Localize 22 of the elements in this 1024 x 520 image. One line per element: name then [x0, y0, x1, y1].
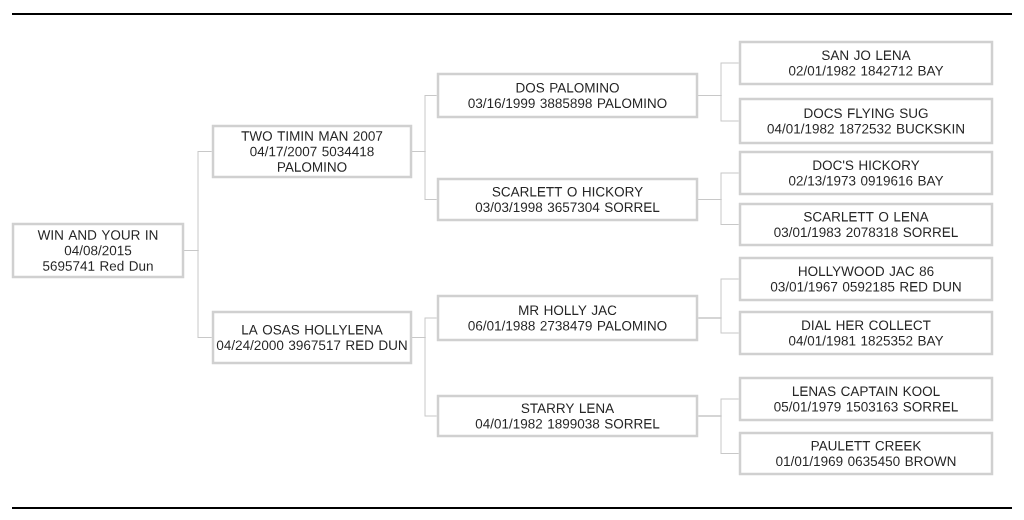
pedigree-box: SAN JO LENA 02/01/1982 1842712 BAY — [738, 40, 994, 86]
pedigree-box: TWO TIMIN MAN 2007 04/17/2007 5034418 PALOMINO — [211, 124, 413, 179]
connector-line — [697, 95, 740, 122]
pedigree-box: PAULETT CREEK 01/01/1969 0635450 BROWN — [738, 431, 994, 476]
pedigree-box: LA OSAS HOLLYLENA 04/24/2000 3967517 RED DUN — [211, 310, 413, 365]
pedigree-box: SCARLETT O LENA 03/01/1983 2078318 SORREL — [738, 202, 994, 247]
pedigree-box: DOS PALOMINO 03/16/1999 3885898 PALOMINO — [436, 72, 699, 119]
connector-line — [697, 199, 740, 225]
pedigree-box: DIAL HER COLLECT 04/01/1981 1825352 BAY — [738, 310, 994, 356]
connector-line — [697, 317, 740, 334]
connector-line — [411, 151, 438, 200]
pedigree-box: WIN AND YOUR IN 04/08/2015 5695741 Red Dun — [11, 222, 185, 279]
pedigree-box: DOCS FLYING SUG 04/01/1982 1872532 BUCKSKIN — [738, 97, 994, 145]
pedigree-box: STARRY LENA 04/01/1982 1899038 SORREL — [436, 394, 699, 438]
pedigree-box: DOC'S HICKORY 02/13/1973 0919616 BAY — [738, 150, 994, 196]
pedigree-box: HOLLYWOOD JAC 86 03/01/1967 0592185 RED DUN — [738, 256, 994, 302]
pedigree-box: LENAS CAPTAIN KOOL 05/01/1979 1503163 SORREL — [738, 376, 994, 422]
connector-line — [183, 250, 213, 338]
connector-line — [411, 337, 438, 417]
pedigree-box: SCARLETT O HICKORY 03/03/1998 3657304 SORREL — [436, 177, 699, 222]
pedigree-box: MR HOLLY JAC 06/01/1988 2738479 PALOMINO — [436, 294, 699, 342]
connector-line — [697, 415, 740, 454]
